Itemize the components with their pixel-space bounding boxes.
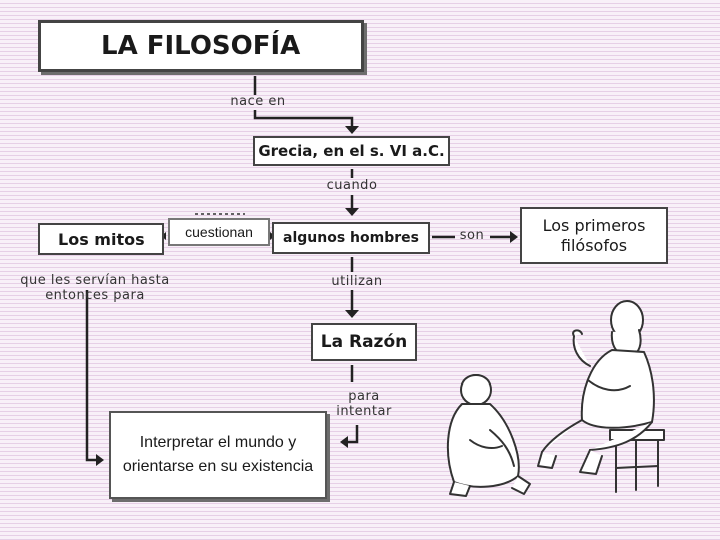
node-la-razon-text: La Razón <box>320 332 408 352</box>
node-algunos-hombres: algunos hombres <box>272 222 430 254</box>
node-cuestionan-text: cuestionan <box>185 224 253 240</box>
node-interpretar-text: Interpretar el mundo y orientarse en su … <box>122 434 314 475</box>
label-utilizan: utilizan <box>331 274 383 289</box>
node-primeros-filosofos-text: Los primeros filósofos <box>542 215 646 255</box>
label-son: son <box>459 228 485 243</box>
node-cuestionan: cuestionan <box>168 218 270 246</box>
node-los-mitos: Los mitos <box>38 223 164 255</box>
diagram-title: LA FILOSOFÍA <box>38 20 364 72</box>
node-algunos-hombres-text: algunos hombres <box>283 230 419 246</box>
label-cuando: cuando <box>326 178 378 193</box>
label-para-intentar: para intentar <box>336 389 392 419</box>
node-grecia: Grecia, en el s. VI a.C. <box>253 136 450 166</box>
label-que-les-servian: que les servían hasta entonces para <box>20 273 170 303</box>
label-nace-en: nace en <box>230 94 286 109</box>
philosopher-illustration <box>446 300 665 497</box>
node-interpretar: Interpretar el mundo y orientarse en su … <box>109 411 327 499</box>
node-los-mitos-text: Los mitos <box>58 229 145 249</box>
node-primeros-filosofos: Los primeros filósofos <box>520 207 668 264</box>
title-text: LA FILOSOFÍA <box>101 31 301 61</box>
node-la-razon: La Razón <box>311 323 417 361</box>
node-grecia-text: Grecia, en el s. VI a.C. <box>258 142 445 160</box>
